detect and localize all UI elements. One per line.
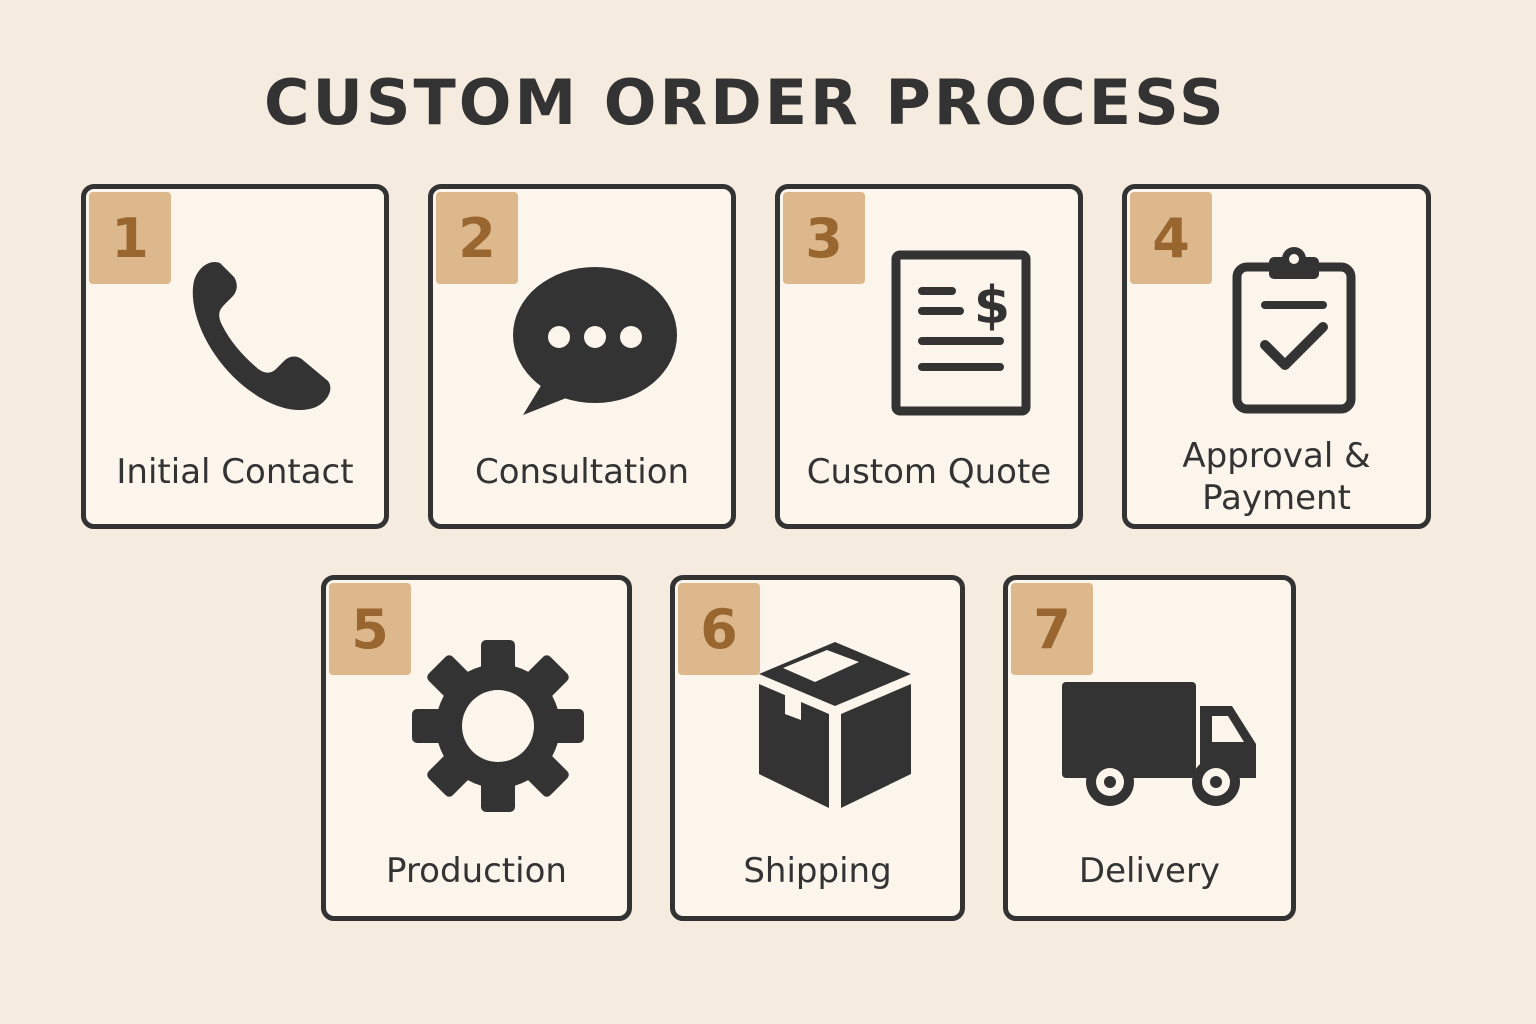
step-label: Production — [386, 851, 567, 891]
step-label: Approval & Payment — [1127, 435, 1426, 519]
step-card-custom-quote: 3 $ Custom Quote — [775, 184, 1083, 529]
truck-icon — [1062, 682, 1256, 806]
step-label-line: Approval & — [1182, 436, 1371, 476]
step-label: Shipping — [743, 851, 892, 891]
gear-icon — [412, 640, 584, 812]
step-card-production: 5 Production — [321, 575, 632, 921]
svg-text:$: $ — [974, 276, 1010, 336]
step-label: Custom Quote — [806, 452, 1052, 492]
step-number-badge: 6 — [678, 583, 760, 675]
clipboard-check-icon — [1232, 247, 1356, 414]
step-number-badge: 4 — [1130, 192, 1212, 284]
step-number-badge: 7 — [1011, 583, 1093, 675]
step-card-shipping: 6 Shipping — [670, 575, 965, 921]
phone-icon — [192, 261, 331, 410]
step-number-badge: 1 — [89, 192, 171, 284]
step-card-consultation: 2 Consultation — [428, 184, 736, 529]
step-card-delivery: 7 Delivery — [1003, 575, 1296, 921]
step-label: Consultation — [474, 452, 690, 492]
step-label: Delivery — [1078, 851, 1221, 891]
step-card-approval-payment: 4 Approval & Payment — [1122, 184, 1431, 529]
step-label: Initial Contact — [116, 452, 354, 492]
speech-bubble-icon — [513, 267, 677, 415]
step-number-badge: 2 — [436, 192, 518, 284]
step-label-line: Payment — [1202, 478, 1351, 518]
step-card-initial-contact: 1 Initial Contact — [81, 184, 389, 529]
step-number-badge: 5 — [329, 583, 411, 675]
box-icon — [759, 642, 911, 808]
step-number-badge: 3 — [783, 192, 865, 284]
quote-document-icon: $ — [891, 250, 1031, 416]
page-title: CUSTOM ORDER PROCESS — [264, 66, 1227, 139]
